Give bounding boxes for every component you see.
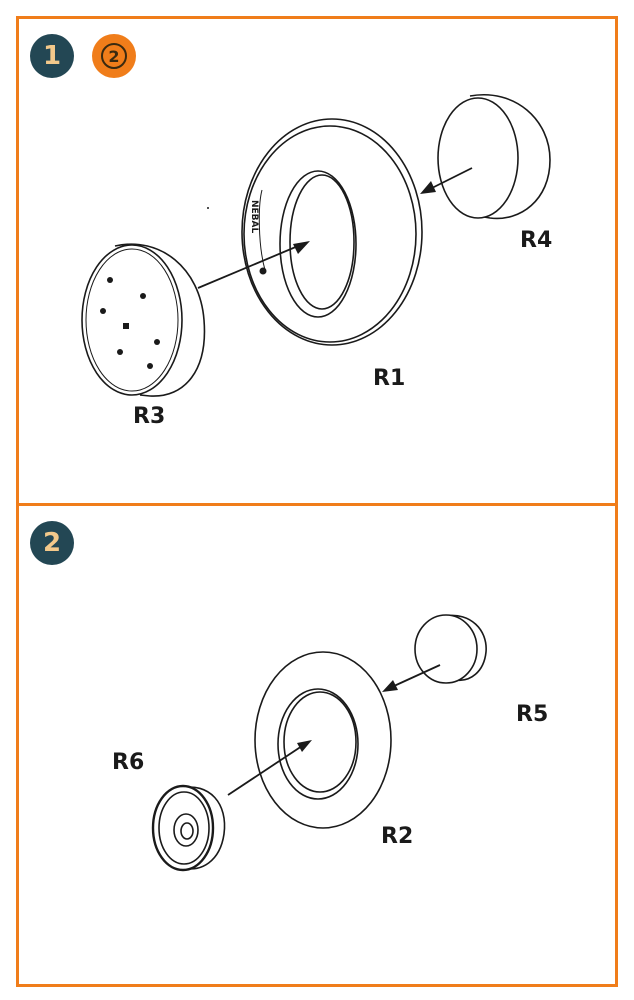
- label-r4: R4: [520, 228, 553, 253]
- r1-tire: NEBAL: [242, 119, 422, 345]
- step-2-badge: 2: [30, 521, 74, 565]
- step-2-panel: [16, 503, 618, 987]
- step-1-number: 1: [42, 41, 62, 71]
- step-2-number: 2: [42, 528, 62, 558]
- r4-hub: [438, 95, 550, 219]
- label-r2: R2: [381, 824, 414, 849]
- label-r3: R3: [133, 404, 166, 429]
- reference-step-number: 2: [108, 46, 120, 66]
- r5-cap: [415, 615, 486, 683]
- tire-sidewall-text: NEBAL: [249, 200, 259, 234]
- step-1-badge: 1: [30, 34, 74, 78]
- r2-tire: [255, 652, 391, 828]
- label-r5: R5: [516, 702, 549, 727]
- label-r1: R1: [373, 366, 406, 391]
- label-r6: R6: [112, 750, 145, 775]
- reference-step-icon: 2: [92, 34, 136, 78]
- r3-wheel: [82, 244, 204, 396]
- r6-wheel: [153, 786, 225, 870]
